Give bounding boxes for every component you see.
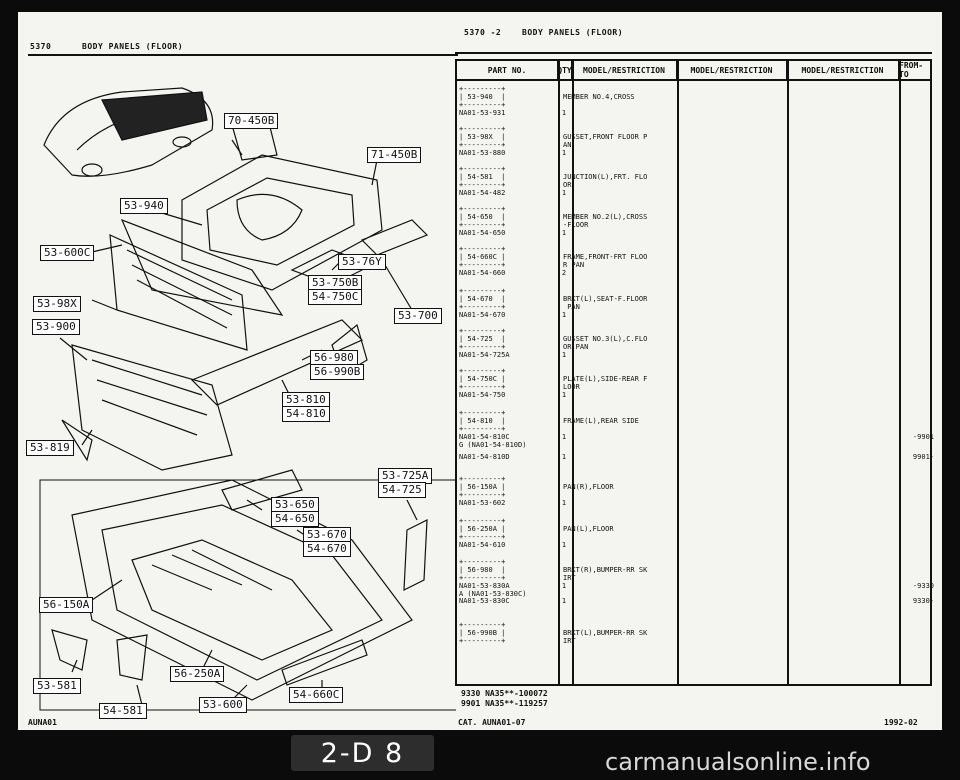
- qty-cell: 2: [561, 269, 567, 277]
- part-number-cell: +---------+ | 56-990B | +---------+: [459, 621, 506, 645]
- callout-54-810: 54-810: [282, 406, 330, 422]
- serial-note-1: 9330 NA35**-100072: [461, 689, 548, 698]
- header-model-1: MODEL/RESTRICTION: [572, 61, 677, 79]
- qty-cell: 1: [561, 311, 567, 319]
- callout-53-581: 53-581: [33, 678, 81, 694]
- qty-cell: 1: [561, 391, 567, 399]
- part-number-cell: +---------+ | 56-150A | +---------+ NA01…: [459, 475, 506, 507]
- right-header-code: 5370 -2: [464, 28, 502, 37]
- description-cell: GUSSET,FRONT FLOOR P AN: [563, 133, 648, 149]
- from-to-cell: -9330: [912, 582, 934, 590]
- description-cell: FRAME(L),REAR SIDE: [563, 417, 639, 425]
- parts-table: PART NO. QTY MODEL/RESTRICTION MODEL/RES…: [455, 59, 934, 686]
- col-divider: [899, 61, 901, 684]
- callout-53-600: 53-600: [199, 697, 247, 713]
- qty-cell: 1: [561, 229, 567, 237]
- from-to-cell: -9901: [912, 433, 934, 441]
- page-badge: 2-D 8: [291, 735, 434, 771]
- part-number-cell: +---------+ | 54-650 | +---------+ NA01-…: [459, 205, 506, 237]
- callout-53-700: 53-700: [394, 308, 442, 324]
- left-header-title: BODY PANELS (FLOOR): [82, 42, 184, 51]
- header-rule: [457, 79, 930, 81]
- part-number-cell: +---------+ | 56-980 | +---------+ NA01-…: [459, 558, 527, 598]
- col-divider: [787, 61, 789, 684]
- callout-53-819: 53-819: [26, 440, 74, 456]
- col-divider: [572, 61, 574, 684]
- right-header-rule: [455, 52, 932, 54]
- description-cell: BRKT(R),BUMPER-RR SK IRT: [563, 566, 648, 582]
- description-cell: FRAME,FRONT-FRT FLOO R PAN: [563, 253, 648, 269]
- serial-note-2: 9901 NA35**-119257: [461, 699, 548, 708]
- exploded-diagram: 70-450B 71-450B 53-940 53-600C 53-76Y 53…: [26, 60, 461, 720]
- from-to-cell: 9901-: [912, 453, 934, 461]
- part-number-cell: +---------+ | 56-250A | +---------+ NA01…: [459, 517, 506, 549]
- qty-cell: 1: [561, 541, 567, 549]
- callout-53-900: 53-900: [32, 319, 80, 335]
- qty-cell: 1: [561, 499, 567, 507]
- qty-cell: 1: [561, 582, 567, 590]
- col-divider: [558, 61, 560, 684]
- callout-54-660C: 54-660C: [289, 687, 344, 703]
- qty-cell: 1: [561, 433, 567, 441]
- qty-cell: 1: [561, 597, 567, 605]
- part-number-cell: +---------+ | 54-750C | +---------+ NA01…: [459, 367, 506, 399]
- header-model-3: MODEL/RESTRICTION: [787, 61, 899, 79]
- callout-54-725: 54-725: [378, 482, 426, 498]
- part-number-cell: NA01-53-830C: [459, 597, 510, 605]
- description-cell: BRKT(L),BUMPER-RR SK IRT: [563, 629, 648, 645]
- header-part-no: PART NO.: [457, 61, 558, 79]
- part-number-cell: +---------+ | 54-670 | +---------+ NA01-…: [459, 287, 506, 319]
- description-cell: BRKT(L),SEAT-F.FLOOR PAN: [563, 295, 648, 311]
- callout-71-450B: 71-450B: [367, 147, 422, 163]
- description-cell: PAN(R),FLOOR: [563, 483, 614, 491]
- footer-date: 1992-02: [884, 718, 918, 727]
- header-model-2: MODEL/RESTRICTION: [677, 61, 787, 79]
- part-number-cell: +---------+ | 53-98X | +---------+ NA01-…: [459, 125, 506, 157]
- part-number-cell: +---------+ | 54-810 | +---------+ NA01-…: [459, 409, 527, 449]
- part-number-cell: +---------+ | 54-581 | +---------+ NA01-…: [459, 165, 506, 197]
- callout-53-940: 53-940: [120, 198, 168, 214]
- catalog-page: 5370 BODY PANELS (FLOOR) 5370 -2 BODY PA…: [18, 12, 942, 730]
- callout-54-670: 54-670: [303, 541, 351, 557]
- footer-catalog: CAT. AUNA01-07: [458, 718, 526, 727]
- callout-54-750C: 54-750C: [308, 289, 363, 305]
- part-number-cell: +---------+ | 53-940 | +---------+ NA01-…: [459, 85, 506, 117]
- from-to-cell: 9330-: [912, 597, 934, 605]
- callout-53-670: 53-670: [303, 527, 351, 543]
- left-header-code: 5370: [30, 42, 52, 51]
- description-cell: PAN(L),FLOOR: [563, 525, 614, 533]
- callout-53-76Y: 53-76Y: [338, 254, 386, 270]
- description-cell: MEMBER NO.4,CROSS: [563, 93, 635, 101]
- callout-53-98X: 53-98X: [33, 296, 81, 312]
- description-cell: GUSSET NO.3(L),C.FLO OR PAN: [563, 335, 648, 351]
- callout-70-450B: 70-450B: [224, 113, 279, 129]
- callout-54-650: 54-650: [271, 511, 319, 527]
- callout-53-750B: 53-750B: [308, 275, 363, 291]
- qty-cell: 1: [561, 453, 567, 461]
- callout-56-980: 56-980: [310, 350, 358, 366]
- header-qty: QTY: [557, 61, 572, 79]
- description-cell: MEMBER NO.2(L),CROSS -FLOOR: [563, 213, 648, 229]
- qty-cell: 1: [561, 189, 567, 197]
- part-number-cell: +---------+ | 54-725 | +---------+ NA01-…: [459, 327, 510, 359]
- part-number-cell: NA01-54-810D: [459, 453, 510, 461]
- callout-56-150A: 56-150A: [39, 597, 94, 613]
- description-cell: PLATE(L),SIDE-REAR F LOOR: [563, 375, 648, 391]
- part-number-cell: +---------+ | 54-660C | +---------+ NA01…: [459, 245, 506, 277]
- qty-cell: 1: [561, 351, 567, 359]
- footer-left-code: AUNA01: [28, 718, 57, 727]
- callout-56-990B: 56-990B: [310, 364, 365, 380]
- qty-cell: 1: [561, 149, 567, 157]
- watermark: carmanualsonline.info: [605, 748, 871, 776]
- callout-56-250A: 56-250A: [170, 666, 225, 682]
- callout-54-581: 54-581: [99, 703, 147, 719]
- callout-53-600C: 53-600C: [40, 245, 95, 261]
- description-cell: JUNCTION(L),FRT. FLO OR: [563, 173, 648, 189]
- right-header-title: BODY PANELS (FLOOR): [522, 28, 624, 37]
- header-from-to: FROM-TO: [899, 61, 924, 79]
- qty-cell: 1: [561, 109, 567, 117]
- left-header-rule: [28, 54, 458, 56]
- col-divider: [677, 61, 679, 684]
